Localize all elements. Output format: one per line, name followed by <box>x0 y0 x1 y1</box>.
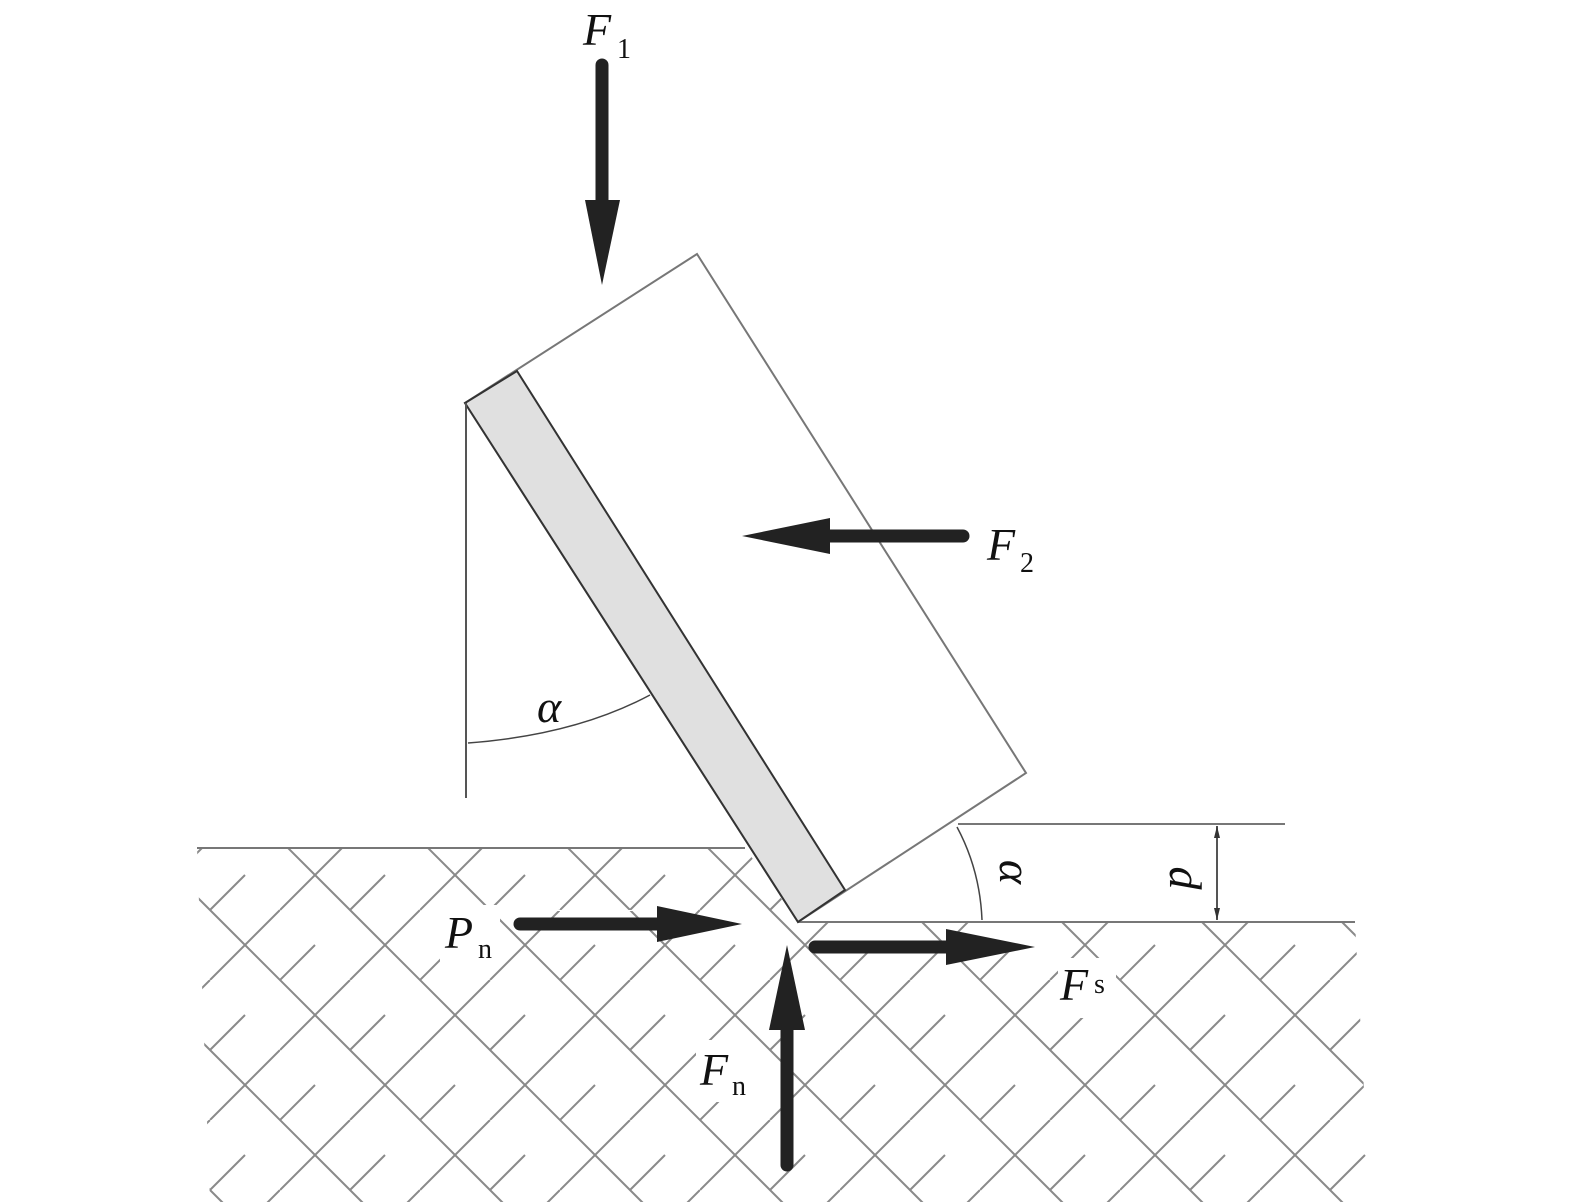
svg-text:2: 2 <box>1020 548 1034 579</box>
svg-text:1: 1 <box>617 34 631 65</box>
alpha-label-top: α <box>537 681 562 732</box>
arrows <box>513 58 1035 1172</box>
label-f1: F 1 <box>582 4 631 65</box>
svg-text:F: F <box>986 519 1016 570</box>
svg-text:F: F <box>582 4 612 55</box>
force-f1-arrow <box>585 58 620 285</box>
label-fs: F s <box>1058 958 1116 1018</box>
force-pn-arrow <box>513 906 742 942</box>
svg-text:n: n <box>732 1071 746 1102</box>
label-pn: P n <box>440 905 500 965</box>
depth-arrow-top <box>1214 826 1220 838</box>
label-f2: F 2 <box>986 519 1034 579</box>
depth-arrow-bottom <box>1214 908 1220 920</box>
svg-text:P: P <box>444 907 473 958</box>
force-fn-arrow <box>769 945 805 1172</box>
force-fs-arrow <box>808 929 1035 965</box>
label-fn: F n <box>696 1040 754 1102</box>
depth-label: d <box>1160 867 1211 891</box>
force-f2-arrow <box>742 518 970 554</box>
svg-text:F: F <box>1059 959 1089 1010</box>
cutting-blade-strip <box>463 369 847 924</box>
svg-text:s: s <box>1094 969 1105 1000</box>
svg-text:n: n <box>478 934 492 965</box>
svg-text:F: F <box>699 1044 729 1095</box>
alpha-arc-bottom <box>956 826 983 921</box>
alpha-arc-top <box>467 694 651 744</box>
alpha-label-bottom: α <box>990 860 1041 885</box>
